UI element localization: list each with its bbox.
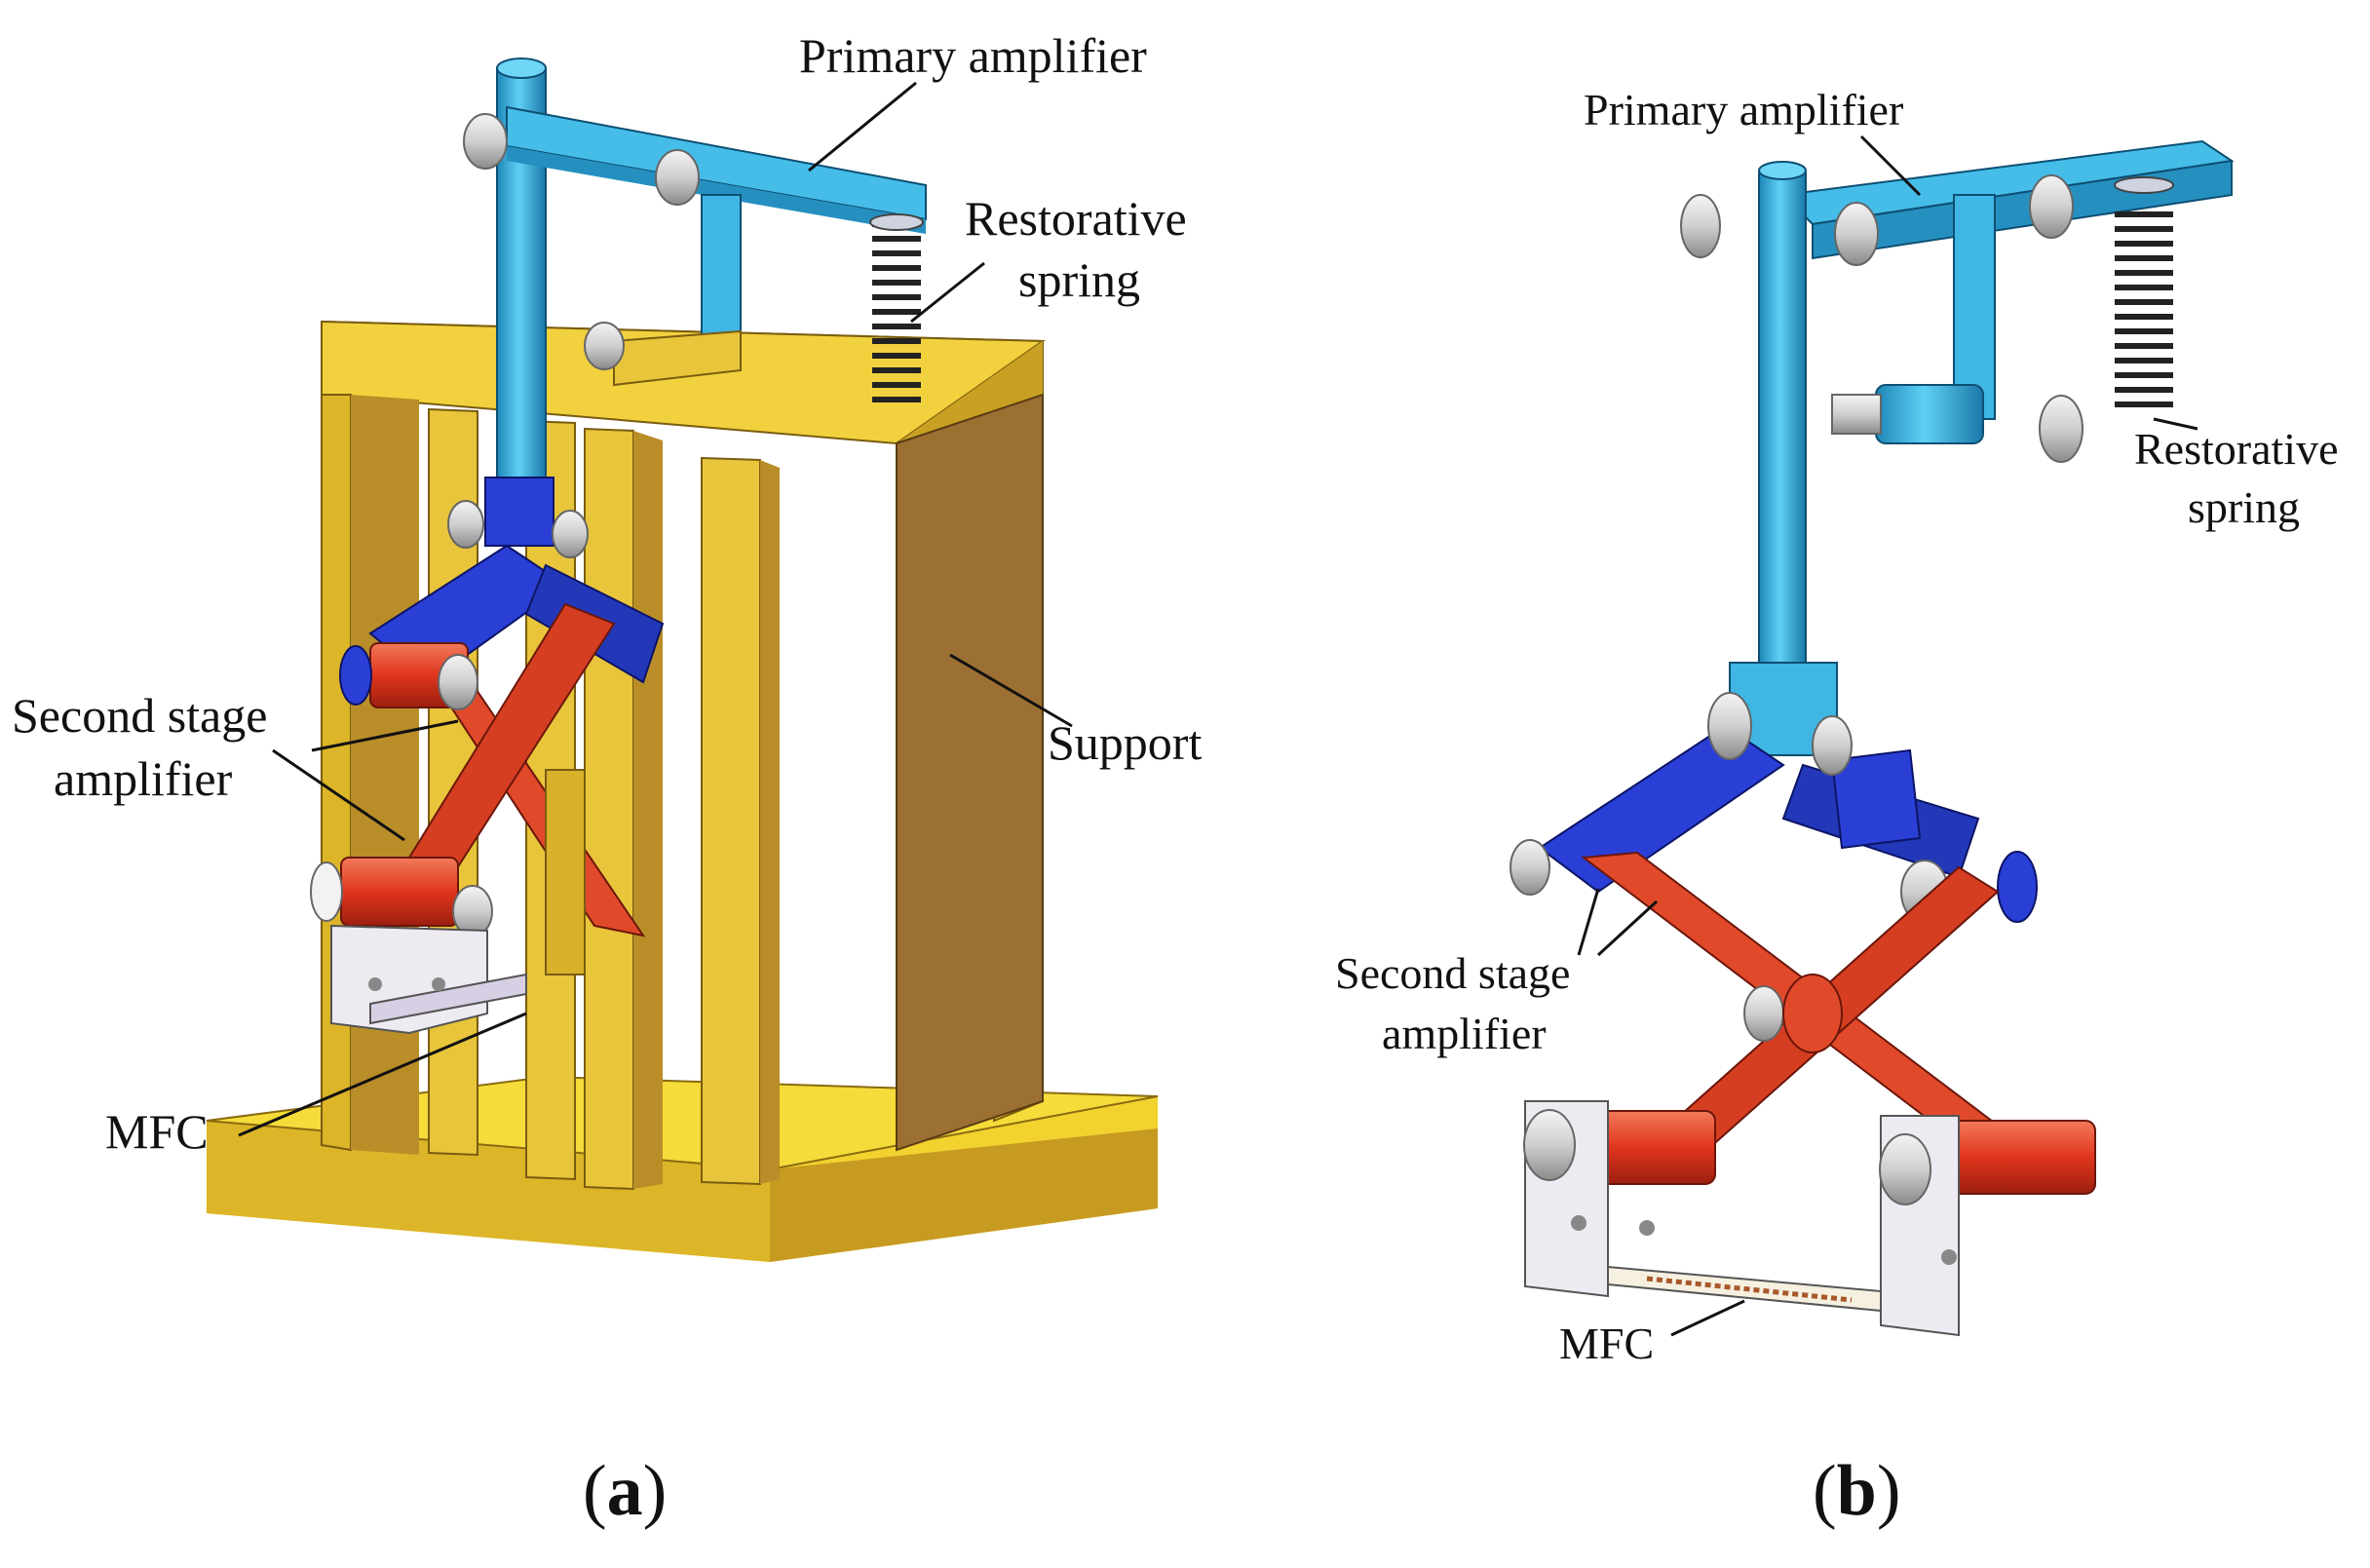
panel-a-diagram — [206, 57, 1159, 1262]
restorative-spring-a — [869, 213, 924, 402]
panel-b-diagram — [1510, 139, 2235, 1337]
label-a-mfc: MFC — [105, 1104, 209, 1159]
primary-amplifier-a — [463, 57, 927, 478]
label-b-restorative-2: spring — [2188, 482, 2300, 532]
label-a-support: Support — [1048, 715, 1203, 770]
restorative-spring-b — [2114, 176, 2174, 407]
label-b-restorative-1: Restorative — [2134, 424, 2339, 474]
label-b-second-stage-2: amplifier — [1382, 1009, 1547, 1058]
second-stage-blue-b — [1510, 692, 2038, 924]
caption-a-letter: a — [606, 1451, 643, 1531]
mfc-clamp-a — [330, 769, 586, 1035]
label-b-mfc: MFC — [1559, 1319, 1655, 1368]
label-a-second-stage-1: Second stage — [12, 688, 268, 743]
label-b-second-stage-1: Second stage — [1335, 948, 1571, 998]
support-frame — [321, 320, 1047, 1191]
leader-lines-a — [238, 81, 1073, 1137]
mfc-clamp-b — [1523, 1100, 1960, 1337]
label-b-primary-amplifier: Primary amplifier — [1584, 85, 1904, 134]
caption-b: (b) — [1813, 1451, 1901, 1531]
leader-lines-b — [1577, 134, 2198, 1337]
caption-a: (a) — [583, 1451, 668, 1531]
label-a-primary-amplifier: Primary amplifier — [799, 28, 1147, 83]
label-a-second-stage-2: amplifier — [54, 751, 233, 806]
label-a-restorative-1: Restorative — [965, 191, 1187, 246]
caption-b-letter: b — [1836, 1451, 1877, 1531]
label-a-restorative-2: spring — [1018, 252, 1140, 307]
